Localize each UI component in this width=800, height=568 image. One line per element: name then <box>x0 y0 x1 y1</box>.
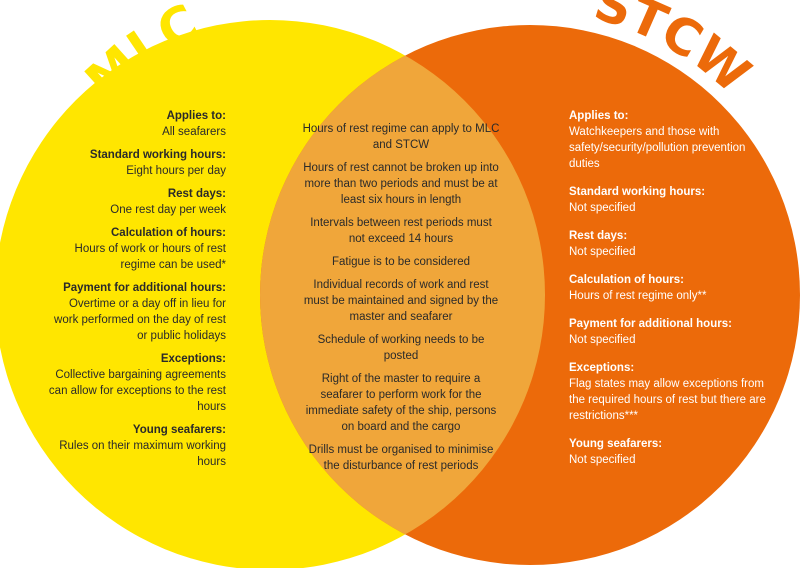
mlc-standard-hours: Standard working hours: Eight hours per … <box>44 147 226 179</box>
mlc-payment: Payment for additional hours: Overtime o… <box>44 280 226 344</box>
stcw-heading: Exceptions: <box>569 362 635 374</box>
mlc-young-seafarers: Young seafarers: Rules on their maximum … <box>44 422 226 470</box>
mlc-heading: Standard working hours: <box>89 149 226 161</box>
stcw-text: Not specified <box>569 334 636 346</box>
stcw-text: Flag states may allow exceptions from th… <box>569 378 766 422</box>
stcw-heading: Rest days: <box>569 230 628 242</box>
stcw-text: Not specified <box>569 202 636 214</box>
mlc-text: One rest day per week <box>110 204 226 216</box>
stcw-exceptions: Exceptions: Flag states may allow except… <box>569 360 769 424</box>
mlc-heading: Young seafarers: <box>132 424 226 436</box>
common-item: Individual records of work and rest must… <box>303 279 499 323</box>
stcw-heading: Young seafarers: <box>569 438 663 450</box>
common-item: Fatigue is to be considered <box>331 256 471 268</box>
stcw-heading: Standard working hours: <box>569 186 706 198</box>
stcw-calculation: Calculation of hours: Hours of rest regi… <box>569 272 769 304</box>
mlc-text: Overtime or a day off in lieu for work p… <box>54 298 226 342</box>
stcw-column: Applies to: Watchkeepers and those with … <box>569 108 769 480</box>
mlc-applies-to: Applies to: All seafarers <box>44 108 226 140</box>
stcw-rest-days: Rest days: Not specified <box>569 228 769 260</box>
mlc-heading: Applies to: <box>166 110 226 122</box>
stcw-text: Not specified <box>569 246 636 258</box>
mlc-text: Eight hours per day <box>126 165 226 177</box>
mlc-exceptions: Exceptions: Collective bargaining agreem… <box>44 351 226 415</box>
common-item: Right of the master to require a seafare… <box>305 373 497 433</box>
stcw-text: Watchkeepers and those with safety/secur… <box>569 126 746 170</box>
mlc-heading: Calculation of hours: <box>111 227 226 239</box>
mlc-text: Hours of work or hours of rest regime ca… <box>74 243 226 271</box>
common-item: Hours of rest cannot be broken up into m… <box>303 162 499 206</box>
mlc-calculation: Calculation of hours: Hours of work or h… <box>44 225 226 273</box>
stcw-payment: Payment for additional hours: Not specif… <box>569 316 769 348</box>
mlc-text: Collective bargaining agreements can all… <box>48 369 226 413</box>
common-item: Intervals between rest periods must not … <box>310 217 492 245</box>
stcw-heading: Calculation of hours: <box>569 274 684 286</box>
common-column: Hours of rest regime can apply to MLC an… <box>301 121 501 481</box>
mlc-heading: Exceptions: <box>160 353 226 365</box>
stcw-text: Hours of rest regime only** <box>569 290 707 302</box>
stcw-young-seafarers: Young seafarers: Not specified <box>569 436 769 468</box>
mlc-column: Applies to: All seafarers Standard worki… <box>44 108 226 477</box>
stcw-standard-hours: Standard working hours: Not specified <box>569 184 769 216</box>
stcw-text: Not specified <box>569 454 636 466</box>
common-item: Hours of rest regime can apply to MLC an… <box>302 123 500 151</box>
mlc-text: Rules on their maximum working hours <box>59 440 226 468</box>
common-item: Drills must be organised to minimise the… <box>308 444 494 472</box>
stcw-heading: Applies to: <box>569 110 629 122</box>
stcw-applies-to: Applies to: Watchkeepers and those with … <box>569 108 769 172</box>
common-item: Schedule of working needs to be posted <box>317 334 485 362</box>
overlap-region <box>260 25 545 565</box>
mlc-heading: Rest days: <box>167 188 226 200</box>
stcw-heading: Payment for additional hours: <box>569 318 732 330</box>
mlc-text: All seafarers <box>162 126 226 138</box>
mlc-rest-days: Rest days: One rest day per week <box>44 186 226 218</box>
mlc-heading: Payment for additional hours: <box>63 282 226 294</box>
